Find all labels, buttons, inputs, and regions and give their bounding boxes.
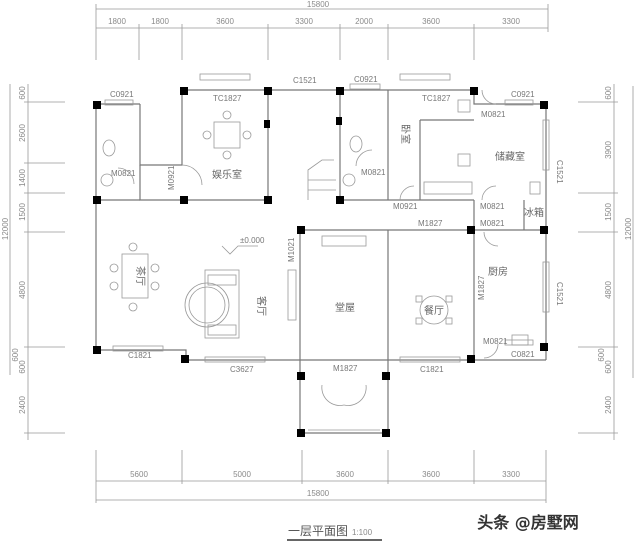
dim-label: 600 — [604, 360, 613, 374]
dim-label: 2400 — [604, 396, 613, 414]
windows — [104, 73, 550, 363]
door-code: M1827 — [418, 219, 443, 228]
door-code: M0821 — [361, 168, 386, 177]
window-code: C0821 — [511, 350, 535, 359]
window-code: C1521 — [293, 76, 317, 85]
door-code: M0821 — [483, 337, 508, 346]
structural-columns — [93, 87, 548, 437]
door-code: M0821 — [111, 169, 136, 178]
dim-label: 3300 — [295, 17, 313, 26]
furniture — [100, 99, 541, 346]
dim-label: 1400 — [18, 169, 27, 187]
dim-label: 600 — [11, 348, 20, 362]
window-code: TC1827 — [422, 94, 451, 103]
room-kitchen: 厨房 — [488, 265, 508, 278]
door-code: M0821 — [481, 110, 506, 119]
bottom-total-dim: 15800 — [307, 489, 330, 498]
dim-label: 1800 — [108, 17, 126, 26]
window-code: C1821 — [128, 351, 152, 360]
dim-label: 3600 — [216, 17, 234, 26]
dim-label: 5000 — [233, 470, 251, 479]
room-dining: 餐厅 — [424, 304, 444, 317]
room-living: 客厅 — [255, 296, 268, 316]
dim-label: 3600 — [422, 17, 440, 26]
dim-label: 1800 — [151, 17, 169, 26]
dim-label: 2000 — [355, 17, 373, 26]
window-code: TC1827 — [213, 94, 242, 103]
window-code: C0921 — [110, 90, 134, 99]
dim-label: 1500 — [604, 203, 613, 221]
dim-label: 3300 — [502, 17, 520, 26]
dim-label: 3600 — [422, 470, 440, 479]
left-total-dim: 12000 — [1, 217, 10, 240]
room-storage: 储藏室 — [495, 150, 525, 163]
window-code: C3627 — [230, 365, 254, 374]
door-code: M1827 — [333, 364, 358, 373]
dim-label: 2400 — [18, 396, 27, 414]
window-code: C1521 — [555, 160, 564, 184]
top-total-dim: 15800 — [307, 0, 330, 9]
room-tea: 茶厅 — [134, 266, 147, 286]
dim-label: 4800 — [18, 281, 27, 299]
door-code: M0921 — [393, 202, 418, 211]
dim-label: 4800 — [604, 281, 613, 299]
dim-label: 5600 — [130, 470, 148, 479]
doors — [117, 89, 499, 406]
dim-label: 600 — [18, 86, 27, 100]
top-dimension-chain: 15800 1800 1800 3600 3300 2000 3600 3300 — [95, 0, 549, 60]
right-dimension-chain: 600 3900 1500 4800 600 600 2400 12000 — [578, 84, 634, 440]
window-code: C1521 — [555, 282, 564, 306]
watermark: 头条 @房墅网 — [477, 513, 579, 532]
dim-label: 3900 — [604, 141, 613, 159]
door-code: M0821 — [480, 219, 505, 228]
door-code: M1021 — [287, 237, 296, 262]
window-code: C0921 — [511, 90, 535, 99]
room-bedroom: 卧室 — [399, 124, 412, 144]
walls — [95, 89, 547, 434]
drawing-title-block: 一层平面图 1:100 头条 @房墅网 — [287, 513, 579, 541]
dim-label: 600 — [18, 360, 27, 374]
dim-label: 600 — [597, 348, 606, 362]
dim-label: 2600 — [18, 124, 27, 142]
room-labels: 娱乐室 茶厅 客厅 堂屋 餐厅 厨房 卧室 储藏室 冰箱 ±0.000 — [134, 124, 544, 317]
drawing-scale: 1:100 — [352, 528, 373, 537]
door-code: M0821 — [480, 202, 505, 211]
dim-label: 600 — [604, 86, 613, 100]
dim-label: 1500 — [18, 203, 27, 221]
room-entertainment: 娱乐室 — [212, 168, 242, 181]
left-dimension-chain: 12000 600 2600 1400 1500 4800 600 600 24… — [1, 84, 65, 440]
dim-label: 3600 — [336, 470, 354, 479]
dim-label: 3300 — [502, 470, 520, 479]
right-total-dim: 12000 — [624, 217, 633, 240]
drawing-title: 一层平面图 — [288, 524, 348, 538]
window-code: C0921 — [354, 75, 378, 84]
bottom-dimension-chain: 5600 5000 3600 3600 3300 15800 — [95, 450, 547, 503]
window-code: C1821 — [420, 365, 444, 374]
door-code: M0921 — [167, 165, 176, 190]
opening-codes: C0921 TC1827 C1521 C0921 TC1827 C0921 M0… — [110, 75, 564, 374]
elevation-mark: ±0.000 — [240, 236, 265, 245]
room-fridge: 冰箱 — [524, 206, 544, 219]
room-hall: 堂屋 — [335, 302, 355, 314]
door-code: M1827 — [477, 275, 486, 300]
